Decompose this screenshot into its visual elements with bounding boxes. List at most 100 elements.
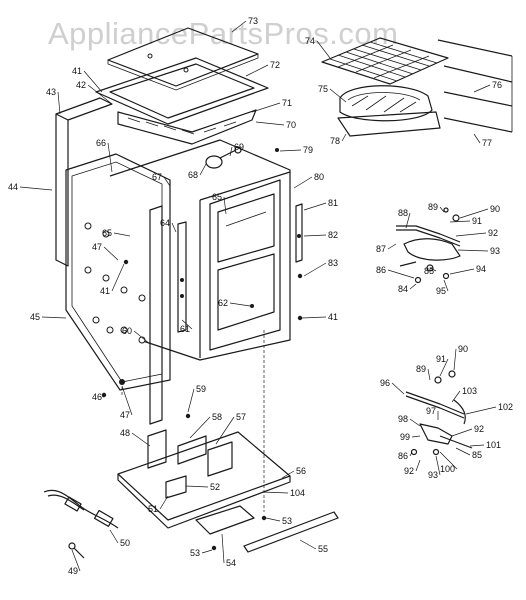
callout-label: 41 bbox=[100, 286, 110, 296]
callout-label: 49 bbox=[68, 566, 78, 576]
callout-leader-line bbox=[451, 428, 473, 437]
callout-label: 99 bbox=[400, 432, 410, 442]
callout-label: 51 bbox=[148, 504, 158, 514]
callout-c76: 76 bbox=[473, 80, 502, 93]
callout-leader-line bbox=[329, 88, 347, 103]
callout-c92c: 92 bbox=[404, 459, 421, 476]
callout-label: 57 bbox=[236, 412, 246, 422]
callout-c100: 100 bbox=[439, 451, 458, 474]
callout-c103: 103 bbox=[451, 386, 477, 403]
rear-panel[interactable] bbox=[55, 97, 113, 267]
callout-label: 81 bbox=[328, 198, 338, 208]
callout-c62: 62 bbox=[218, 298, 251, 308]
callout-c88: 88 bbox=[398, 208, 411, 229]
callout-leader-line bbox=[449, 220, 471, 223]
lower-valve-assembly[interactable] bbox=[405, 370, 473, 456]
callout-c47a: 47 bbox=[92, 242, 119, 261]
callout-c85b: 85 bbox=[455, 447, 482, 460]
callout-label: 83 bbox=[328, 258, 338, 268]
callout-leader-line bbox=[469, 444, 485, 447]
callout-leader-line bbox=[187, 388, 195, 413]
callout-c79: 79 bbox=[279, 145, 313, 155]
broiler-pan[interactable] bbox=[337, 85, 441, 137]
callout-leader-line bbox=[453, 348, 457, 371]
callout-leader-line bbox=[293, 176, 313, 189]
callout-c65a: 65 bbox=[212, 192, 227, 215]
wire-harness[interactable] bbox=[43, 489, 119, 529]
callout-leader-line bbox=[171, 222, 177, 233]
callout-label: 65 bbox=[212, 192, 222, 202]
callout-leader-line bbox=[101, 395, 105, 398]
callout-label: 92 bbox=[474, 424, 484, 434]
floor-plate[interactable] bbox=[195, 505, 255, 535]
callout-c45: 45 bbox=[30, 312, 67, 322]
callout-c89b: 89 bbox=[416, 364, 431, 381]
callout-leader-line bbox=[185, 485, 209, 488]
callout-label: 104 bbox=[290, 488, 305, 498]
callout-leader-line bbox=[57, 91, 61, 115]
callout-c93b: 93 bbox=[428, 455, 441, 480]
side-panel[interactable] bbox=[65, 153, 171, 391]
vertical-brackets[interactable] bbox=[149, 205, 187, 425]
callout-c72: 72 bbox=[245, 60, 280, 77]
callout-c42: 42 bbox=[76, 80, 113, 105]
callout-leader-line bbox=[303, 234, 327, 237]
callout-leader-line bbox=[159, 495, 169, 510]
callout-leader-line bbox=[229, 302, 251, 307]
callout-label: 89 bbox=[428, 202, 438, 212]
callout-label: 62 bbox=[218, 298, 228, 308]
kick-plate[interactable] bbox=[243, 511, 339, 553]
callout-label: 89 bbox=[416, 364, 426, 374]
callout-c49: 49 bbox=[68, 549, 81, 576]
callout-leader-line bbox=[409, 418, 421, 427]
callout-label: 74 bbox=[305, 36, 315, 46]
callout-label: 86 bbox=[376, 265, 386, 275]
callout-label: 73 bbox=[248, 16, 258, 26]
callout-c92a: 92 bbox=[455, 228, 498, 238]
callout-c83: 83 bbox=[303, 258, 338, 277]
callout-label: 41 bbox=[72, 66, 82, 76]
screw[interactable] bbox=[68, 542, 85, 559]
callout-leader-line bbox=[459, 208, 489, 219]
callout-label: 58 bbox=[212, 412, 222, 422]
callout-leader-line bbox=[19, 186, 53, 191]
callout-label: 90 bbox=[458, 344, 468, 354]
callout-label: 91 bbox=[472, 216, 482, 226]
callout-leader-line bbox=[415, 459, 421, 472]
callout-leader-line bbox=[109, 529, 119, 544]
side-trim-panel[interactable] bbox=[437, 39, 513, 133]
igniter[interactable] bbox=[205, 146, 242, 169]
bottom-pan[interactable] bbox=[117, 429, 291, 529]
callout-label: 101 bbox=[486, 440, 501, 450]
upper-valve-assembly[interactable] bbox=[396, 207, 461, 284]
callout-c99: 99 bbox=[400, 432, 421, 442]
callout-c96: 96 bbox=[380, 378, 405, 395]
callout-c41b: 41 bbox=[301, 312, 338, 322]
callout-c55: 55 bbox=[299, 539, 328, 554]
oven-rack[interactable] bbox=[321, 37, 449, 85]
callout-leader-line bbox=[301, 316, 327, 319]
callout-leader-line bbox=[103, 246, 119, 261]
callout-label: 82 bbox=[328, 230, 338, 240]
callout-label: 67 bbox=[152, 172, 162, 182]
callout-label: 71 bbox=[282, 98, 292, 108]
callout-c50: 50 bbox=[109, 529, 130, 548]
callout-label: 75 bbox=[318, 84, 328, 94]
trim-strip[interactable] bbox=[295, 203, 303, 263]
callout-leader-line bbox=[231, 20, 247, 33]
callout-c93: 93 bbox=[457, 246, 500, 256]
callout-c86b: 86 bbox=[398, 451, 413, 461]
vent-baffle[interactable] bbox=[117, 109, 257, 145]
callout-c47b: 47 bbox=[120, 385, 133, 420]
callout-c98: 98 bbox=[398, 414, 421, 427]
oven-liner[interactable] bbox=[109, 139, 291, 361]
callout-leader-line bbox=[439, 206, 445, 213]
callout-leader-line bbox=[409, 283, 417, 290]
front-top-frame[interactable] bbox=[95, 57, 269, 125]
callout-leader-line bbox=[229, 146, 233, 157]
callout-leader-line bbox=[391, 382, 405, 395]
callout-c74: 74 bbox=[305, 36, 331, 59]
callout-label: 93 bbox=[428, 470, 438, 480]
callout-c90b: 90 bbox=[453, 344, 468, 371]
